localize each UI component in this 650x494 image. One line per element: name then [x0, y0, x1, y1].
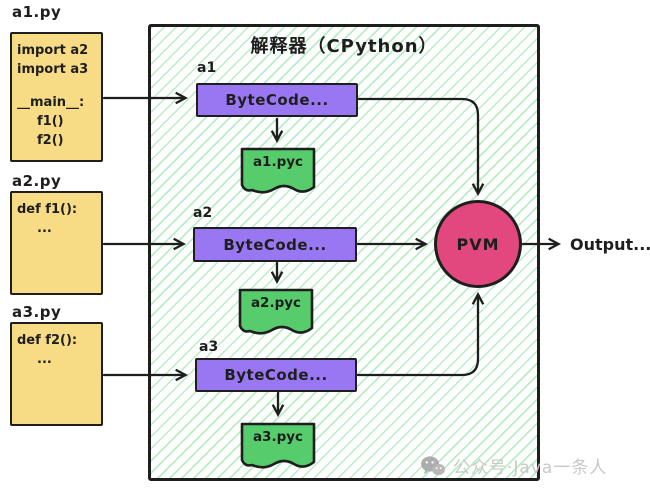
- bytecode-label-a3: a3: [199, 339, 219, 355]
- document-shape-icon: [238, 288, 314, 335]
- document-shape-icon: [240, 147, 316, 194]
- code-line: f2(): [37, 133, 64, 148]
- bytecode-box-a3: ByteCode...: [195, 358, 357, 392]
- file-label-a3py: a3.py: [12, 303, 62, 321]
- pyc-file-name: a2.pyc: [250, 295, 302, 311]
- wechat-icon: [421, 455, 445, 475]
- source-file-a3py: def f2(): ...: [10, 322, 103, 426]
- bytecode-box-a2: ByteCode...: [193, 227, 357, 262]
- code-line: f1(): [37, 114, 64, 129]
- pyc-file-a3: a3.pyc: [238, 420, 318, 472]
- code-line: def f2():: [17, 333, 78, 348]
- output-label: Output...: [570, 235, 650, 254]
- code-blank-line: [17, 79, 96, 93]
- pyc-file-a2: a2.pyc: [236, 286, 316, 338]
- code-line: ...: [37, 352, 52, 367]
- code-line: ...: [37, 221, 52, 236]
- code-line: import a2: [17, 43, 89, 58]
- bytecode-box-a1: ByteCode...: [196, 83, 358, 117]
- bytecode-label-a1: a1: [197, 60, 217, 76]
- pyc-file-a1: a1.pyc: [238, 145, 318, 197]
- source-file-a1py: import a2 import a3 __main__: f1() f2(): [10, 32, 103, 162]
- file-label-a2py: a2.py: [12, 172, 62, 190]
- code-line: __main__:: [17, 95, 85, 110]
- code-line: import a3: [17, 62, 89, 77]
- watermark-text: 公众号·Java一条人: [453, 458, 608, 478]
- pyc-file-name: a1.pyc: [252, 154, 304, 170]
- code-line: def f1():: [17, 202, 78, 217]
- watermark: 公众号·Java一条人: [420, 453, 607, 478]
- file-label-a1py: a1.py: [12, 3, 62, 21]
- interpreter-title: 解释器（CPython）: [250, 36, 438, 57]
- pyc-file-name: a3.pyc: [252, 429, 304, 445]
- source-file-a2py: def f1(): ...: [10, 191, 103, 295]
- document-shape-icon: [240, 422, 316, 469]
- bytecode-label-a2: a2: [193, 205, 213, 221]
- pvm-node: PVM: [434, 200, 522, 288]
